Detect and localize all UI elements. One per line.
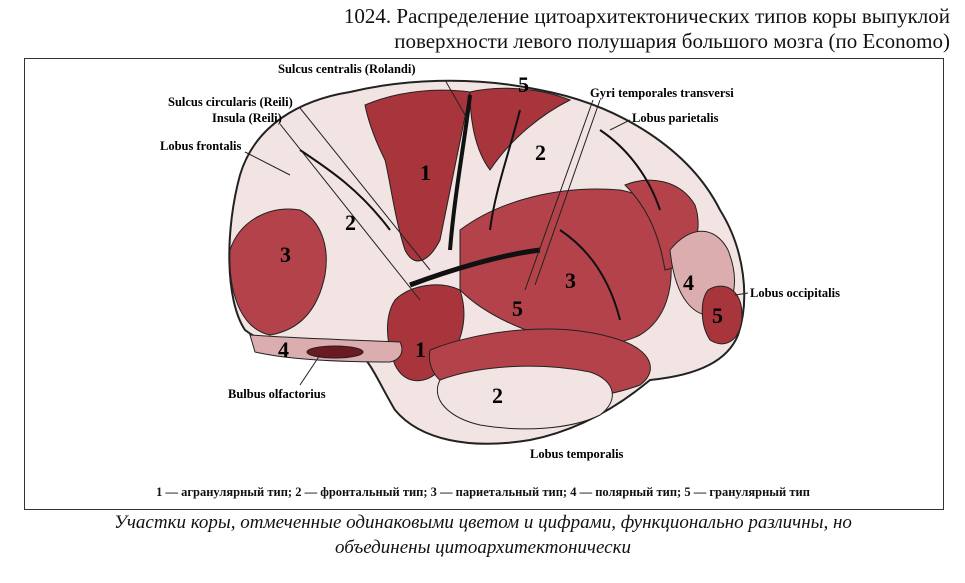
region-number: 4 [683,270,694,295]
figure-frame [24,58,944,510]
region-number: 4 [278,337,289,362]
type-legend: 1 — агранулярный тип; 2 — фронтальный ти… [156,485,810,499]
region-type2-temporal [437,365,613,430]
region-number: 1 [415,337,426,362]
region-type5-top [469,87,572,171]
sulcus-centralis-line [448,94,472,251]
label-sulcus-circularis: Sulcus circularis (Reili) [168,95,293,109]
sylvian-fissure [409,247,541,288]
label-lobus-occipitalis: Lobus occipitalis [750,286,840,300]
leader-sulcus-circularis [299,107,431,271]
region-type1-precentral [364,89,471,262]
leader-sulcus-centralis [444,79,469,121]
region-type5-occipital-pole [701,285,743,345]
leader-insula [279,123,421,301]
sulcus-line [599,129,661,211]
title-line-2: поверхности левого полушария большого мо… [394,29,950,53]
region-number: 2 [345,210,356,235]
leader-gyri-temporales-2 [534,99,601,286]
label-insula: Insula (Reili) [212,111,282,125]
region-number: 5 [512,296,523,321]
olfactory-bulb [306,345,364,359]
title-line-1: 1024. Распределение цитоархитектонически… [343,4,950,28]
label-lobus-frontalis: Lobus frontalis [160,139,242,153]
caption-line-1: Участки коры, отмеченные одинаковыми цве… [114,512,852,533]
region-number: 5 [518,72,529,97]
region-number: 2 [492,383,503,408]
leader-gyri-temporales [524,99,594,291]
label-sulcus-centralis: Sulcus centralis (Rolandi) [278,62,416,76]
label-bulbus-olfactorius: Bulbus olfactorius [228,387,326,401]
region-number: 2 [535,140,546,165]
label-lobus-temporalis: Lobus temporalis [530,447,624,461]
region-type3-frontal-pole [229,208,327,336]
leader-lobus-parietalis [609,119,631,131]
sulcus-line [489,109,521,231]
figure-title: 1024. Распределение цитоархитектонически… [180,4,950,54]
figure-caption: Участки коры, отмеченные одинаковыми цве… [24,510,942,560]
region-number: 3 [280,242,291,267]
region-number: 3 [565,268,576,293]
region-number: 1 [420,160,431,185]
caption-line-2: объединены цитоархитектонически [335,537,631,558]
sulcus-line [559,229,621,321]
leader-lobus-occipitalis [734,292,749,296]
region-number: 5 [712,303,723,328]
leader-bulbus-olfactorius [299,354,321,386]
leader-lobus-frontalis [244,151,291,176]
label-lobus-parietalis: Lobus parietalis [632,111,719,125]
sulcus-line [299,149,391,231]
label-gyri-temporales: Gyri temporales transversi [590,86,734,100]
